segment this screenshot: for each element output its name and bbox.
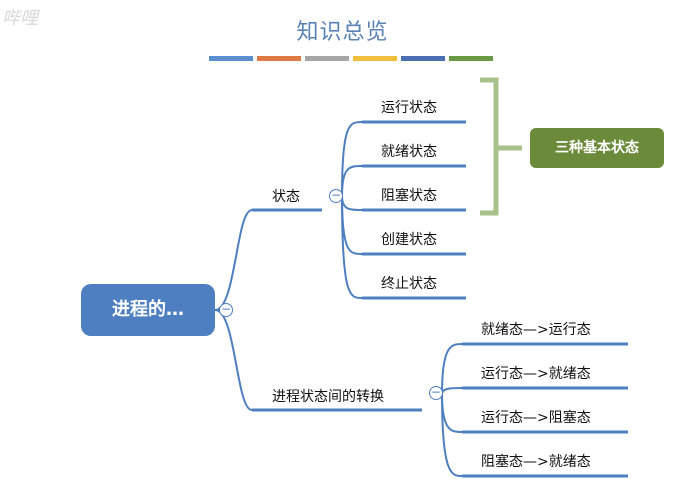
state-item[interactable]: 终止状态 xyxy=(381,276,437,292)
color-bar-segment xyxy=(449,56,493,61)
watermark: 哔哩 xyxy=(2,8,38,29)
color-bar-segment xyxy=(353,56,397,61)
page-title: 知识总览 xyxy=(296,20,389,45)
branch-states-label[interactable]: 状态 xyxy=(272,189,300,205)
connector-trans-4 xyxy=(441,393,463,477)
group-bracket xyxy=(480,77,499,216)
connector-state-4 xyxy=(341,195,363,255)
connector-root-states xyxy=(214,209,253,311)
color-bar-segment xyxy=(305,56,349,61)
connector-state-3 xyxy=(341,195,363,211)
color-bar-segment xyxy=(257,56,301,61)
transitions-collapse-toggle[interactable]: − xyxy=(429,385,443,400)
transition-item[interactable]: 阻塞态—>就绪态 xyxy=(481,454,591,470)
color-bar-segment xyxy=(401,56,445,61)
connector-state-5 xyxy=(341,195,363,299)
root-node[interactable]: 进程的… xyxy=(81,284,215,336)
connector-trans-3 xyxy=(441,393,463,433)
connector-trans-2 xyxy=(441,387,463,395)
connector-state-2 xyxy=(341,165,363,197)
state-item[interactable]: 就绪状态 xyxy=(381,144,437,160)
root-collapse-toggle[interactable]: − xyxy=(219,302,233,317)
states-collapse-toggle[interactable]: − xyxy=(329,188,343,203)
basic-states-group-box[interactable]: 三种基本状态 xyxy=(530,128,664,168)
state-item[interactable]: 创建状态 xyxy=(381,232,437,248)
connector-state-1 xyxy=(341,121,363,197)
branch-transitions-label[interactable]: 进程状态间的转换 xyxy=(272,389,384,405)
transition-item[interactable]: 就绪态—>运行态 xyxy=(481,322,591,338)
transition-item[interactable]: 运行态—>就绪态 xyxy=(481,366,591,382)
connector-root-transitions xyxy=(214,309,253,411)
color-bar-segment xyxy=(209,56,253,61)
state-item[interactable]: 阻塞状态 xyxy=(381,188,437,204)
transition-item[interactable]: 运行态—>阻塞态 xyxy=(481,410,591,426)
state-item[interactable]: 运行状态 xyxy=(381,100,437,116)
connector-trans-1 xyxy=(441,343,463,395)
